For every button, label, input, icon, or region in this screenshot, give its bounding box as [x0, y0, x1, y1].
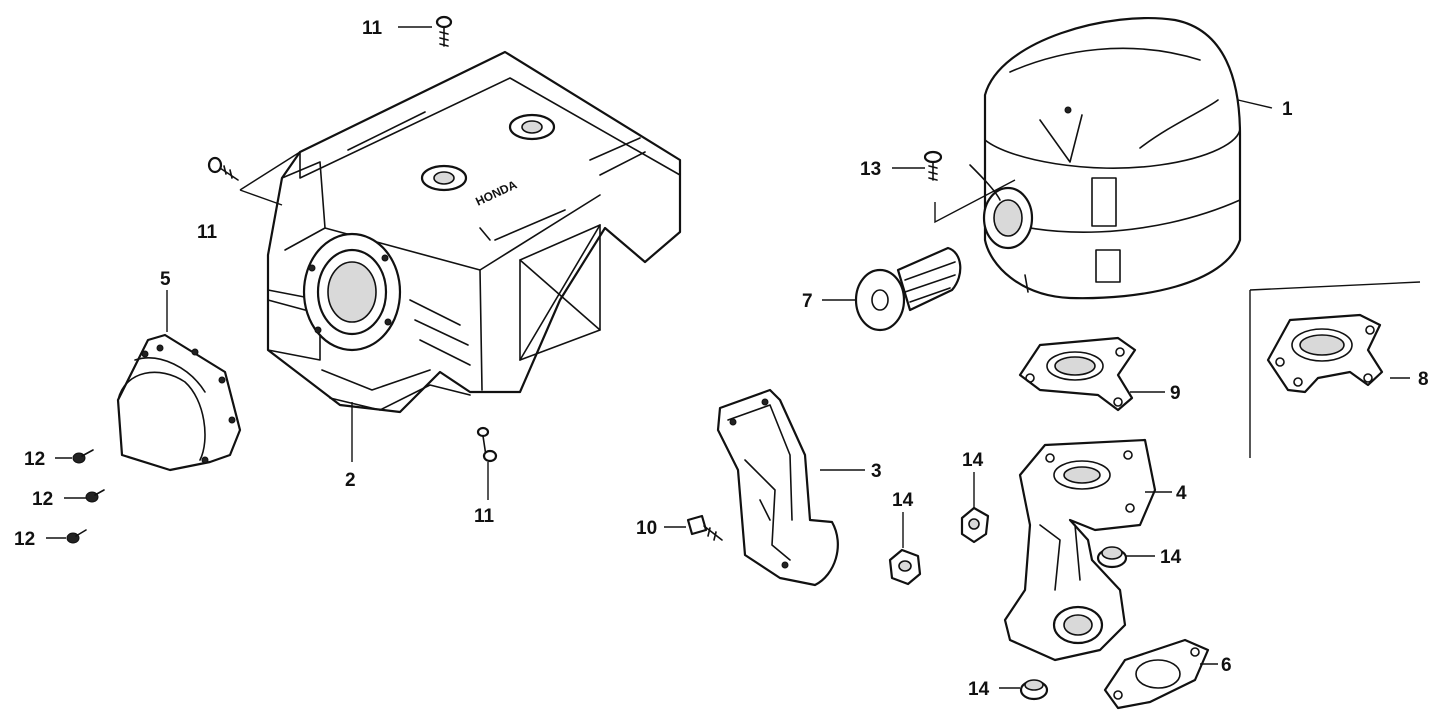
bolt-12-b [85, 489, 105, 503]
callout-14-right: 14 [1160, 547, 1182, 568]
bolt-12-a [72, 449, 94, 464]
callout-8: 8 [1418, 369, 1429, 390]
callout-12-b: 12 [32, 489, 53, 510]
leader-lines [46, 26, 1410, 689]
callout-11-top: 11 [362, 18, 383, 39]
callout-14-left: 14 [892, 490, 914, 511]
callout-11-bottom: 11 [474, 506, 495, 527]
nut-14-b [960, 506, 990, 544]
part-6-gasket [1103, 638, 1210, 710]
callout-labels: 11 11 11 12 12 12 5 2 1 13 7 9 8 3 4 14 … [14, 18, 1429, 700]
part-7-spark-arrester [854, 246, 962, 332]
callout-1: 1 [1282, 99, 1293, 120]
callout-9: 9 [1170, 383, 1181, 404]
callout-11-left: 11 [197, 222, 218, 243]
bolt-11-left [207, 156, 239, 181]
callout-6: 6 [1221, 655, 1232, 676]
part-3-exhaust-bracket [716, 388, 839, 587]
nut-14-d [1019, 679, 1049, 701]
callout-14-bottom: 14 [968, 679, 990, 700]
bolt-13 [923, 150, 943, 181]
bolt-11-top [435, 15, 453, 47]
callout-3: 3 [871, 461, 882, 482]
part-9-gasket [1018, 336, 1137, 412]
nut-14-a [888, 548, 922, 586]
callout-7: 7 [802, 291, 813, 312]
part-2-muffler-protector: HONDA [266, 50, 682, 414]
callout-10: 10 [636, 518, 657, 539]
part-1-muffler-body [969, 16, 1242, 300]
bolt-12-c [66, 529, 87, 544]
part-4-exhaust-pipe [1003, 438, 1157, 662]
callout-2: 2 [345, 470, 356, 491]
part-5-heat-shield-cap [116, 333, 242, 472]
bolt-11-bottom [476, 426, 498, 463]
callout-4: 4 [1176, 483, 1187, 504]
part-8-gasket [1249, 281, 1421, 458]
callout-12-c: 12 [14, 529, 35, 550]
callout-14-mid: 14 [962, 450, 984, 471]
nut-14-c [1096, 546, 1128, 569]
callout-13: 13 [860, 159, 881, 180]
bolt-10 [686, 514, 723, 541]
callout-5: 5 [160, 269, 171, 290]
callout-12-a: 12 [24, 449, 45, 470]
